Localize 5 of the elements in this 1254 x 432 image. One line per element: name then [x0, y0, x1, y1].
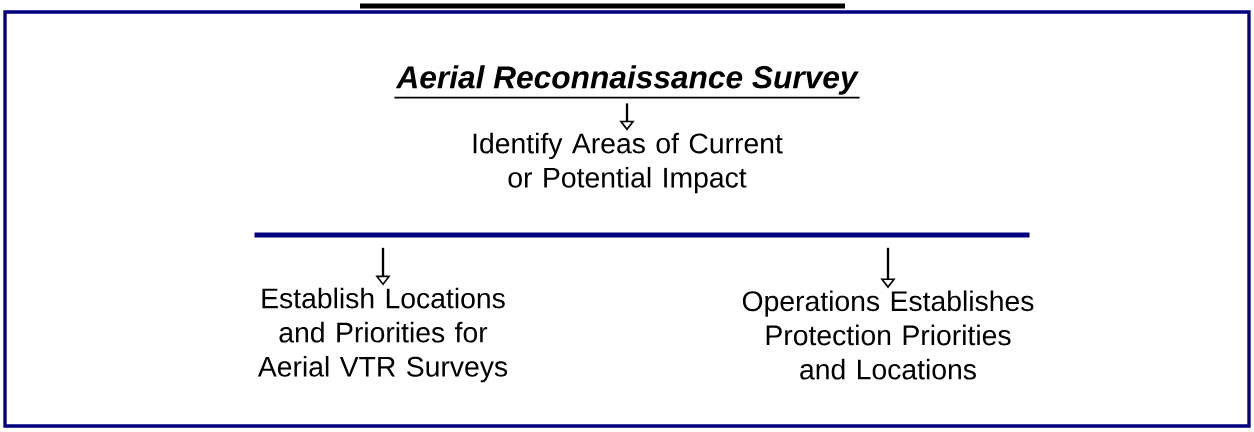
step-text: Establish Locations and Priorities for Aerial VTR Surveys [257, 287, 508, 383]
step-text: Operations Establishes Protection Priorities and Locations [742, 290, 1034, 380]
step-text: Identify Areas of Current or Potential Impact [473, 132, 783, 194]
title-text: Aerial Reconnaissance Survey [393, 65, 861, 99]
divider-bar [254, 232, 1030, 238]
